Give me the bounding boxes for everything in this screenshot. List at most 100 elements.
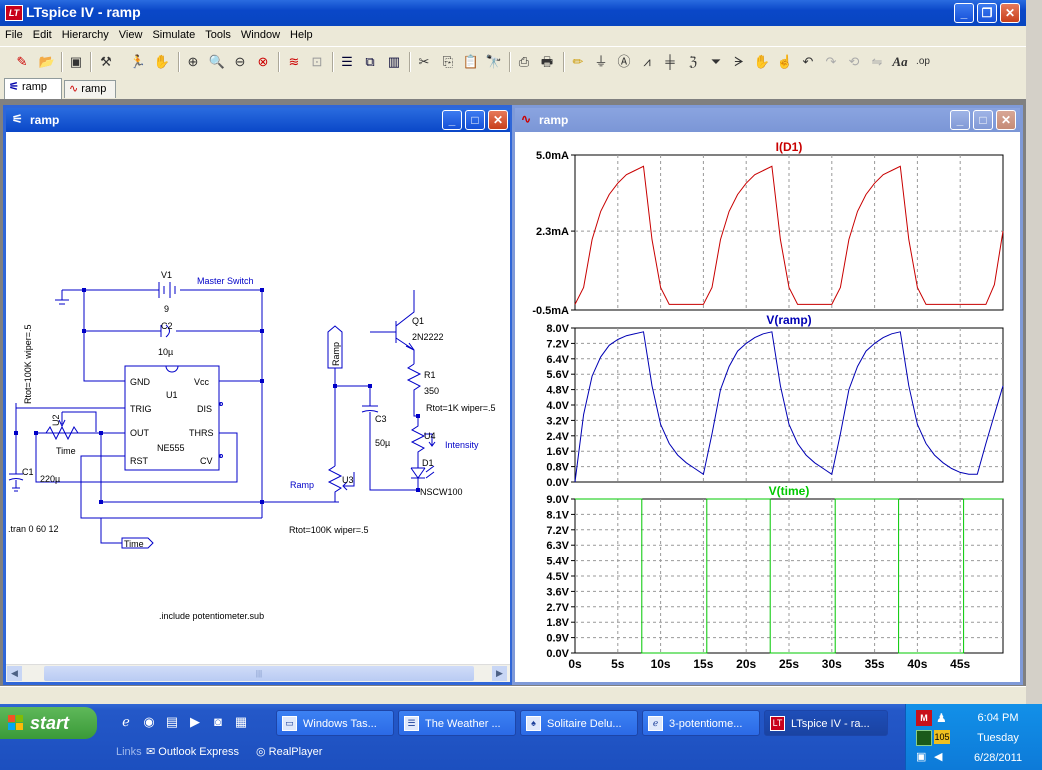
antivirus-icon[interactable]: M [916,710,932,726]
x-tick-label: 10s [651,657,671,671]
schematic-maximize-button[interactable]: □ [465,110,485,130]
task-weather[interactable]: ☰The Weather ... [398,710,516,736]
minimize-button[interactable]: _ [954,3,974,23]
link-outlook-express[interactable]: ✉ Outlook Express [146,745,239,758]
zoom-in-icon[interactable]: ⊕ [187,54,199,69]
trace-line [575,498,1003,654]
print-preview-icon[interactable]: ⎙ [518,54,530,69]
schematic-close-button[interactable]: ✕ [488,110,508,130]
waveform-plots[interactable]: 5.0mA2.3mA-0.5mAI(D1)8.0V7.2V6.4V5.6V4.8… [515,136,1020,686]
ie-browser-icon[interactable]: ◉ [143,714,155,729]
schematic-hscrollbar[interactable]: ◀ ||| ▶ [6,664,510,682]
mirror-icon[interactable]: ⇋ [871,54,883,69]
menu-tools[interactable]: Tools [205,29,231,41]
move-icon[interactable]: ✋ [753,54,771,69]
halt-icon[interactable]: ✋ [153,54,171,69]
ramp-net-flag[interactable]: Ramp [331,342,341,366]
schematic-title-bar[interactable]: ⚟ ramp _ □ ✕ [6,108,510,132]
paint-icon[interactable]: ▦ [234,714,248,729]
meter-icon[interactable] [916,730,932,746]
zoom-out-icon[interactable]: ⊖ [234,54,246,69]
app-title-bar[interactable]: LT LTspice IV - ramp _ ❐ ✕ [0,0,1026,26]
waveform-close-button[interactable]: ✕ [996,110,1016,130]
fit-icon[interactable]: ⊡ [311,54,323,69]
menu-window[interactable]: Window [240,29,281,41]
camera-icon[interactable]: ◙ [214,714,222,729]
master-switch-label: Master Switch [197,276,254,286]
text-icon[interactable]: Aa [892,54,908,69]
capacitor-icon[interactable]: ╪ [665,54,675,69]
folder-icon[interactable]: ▤ [165,714,179,729]
clock-date: 6/28/2011 [973,752,1023,764]
ie-quicklaunch-icon[interactable]: ℯ [122,714,130,729]
menu-help[interactable]: Help [290,29,313,41]
clock-time[interactable]: 6:04 PM [977,712,1019,724]
task-windows-task-manager[interactable]: ▭Windows Tas... [276,710,394,736]
zoom-area-icon[interactable]: 🔍 [208,54,226,69]
new-schematic-icon[interactable]: ✎ [16,54,28,69]
wire-icon[interactable]: ✏ [572,54,584,69]
ground-icon[interactable]: ⏚ [594,54,608,69]
user-icon[interactable]: ♟ [936,711,947,725]
open-icon[interactable]: 📂 [38,54,56,69]
menu-view[interactable]: View [118,29,143,41]
schematic-window[interactable]: ⚟ ramp _ □ ✕ [3,105,513,685]
task-solitaire[interactable]: ♠Solitaire Delu... [520,710,638,736]
print-icon[interactable]: 🖶 [540,54,554,69]
waveform-title-bar[interactable]: ∿ ramp _ □ ✕ [515,108,1020,132]
spice-directive-icon[interactable]: .op [916,56,930,67]
run-icon[interactable]: 🏃 [129,54,147,69]
waveform-maximize-button[interactable]: □ [973,110,993,130]
tab-waveform-ramp[interactable]: ∿ ramp [64,80,116,98]
tran-directive[interactable]: .tran 0 60 12 [8,524,59,534]
paste-icon[interactable]: 📋 [462,54,480,69]
cut-icon[interactable]: ✂ [418,54,430,69]
label-net-icon[interactable]: Ⓐ [617,54,631,69]
badge-icon[interactable]: 105 [934,730,950,744]
rotate-icon[interactable]: ⟲ [848,54,860,69]
menu-file[interactable]: File [5,29,23,41]
copy-icon[interactable]: ⎘ [442,54,454,69]
volume-icon[interactable]: ◀ [934,751,943,763]
find-icon[interactable]: 🔭 [485,54,503,69]
redo-icon[interactable]: ↷ [825,54,837,69]
tile-vertical-icon[interactable]: ▥ [387,54,401,69]
schematic-canvas[interactable]: V1 9 Master Switch C2 10µ U1 NE555 GND V… [6,136,510,672]
autorange-icon[interactable]: ≋ [288,54,300,69]
scroll-thumb[interactable]: ||| [44,666,474,681]
cascade-icon[interactable]: ⧉ [365,54,375,69]
u2-rtot-label: Rtot=100K wiper=.5 [23,324,33,404]
close-button[interactable]: ✕ [1000,3,1020,23]
waveform-minimize-button[interactable]: _ [950,110,970,130]
ltspice-app-icon[interactable]: LT [5,5,23,21]
drag-icon[interactable]: ☝ [776,54,794,69]
inductor-icon[interactable]: ℨ [688,54,697,69]
control-panel-icon[interactable]: ⚒ [100,54,112,69]
media-player-icon[interactable]: ▶ [190,714,200,729]
diode-icon[interactable]: ⏷ [710,54,722,69]
resistor-icon[interactable]: ⩘ [643,54,651,69]
menu-simulate[interactable]: Simulate [152,29,196,41]
tile-horizontal-icon[interactable]: ☰ [341,54,353,69]
component-icon[interactable]: ᗒ [734,54,744,69]
start-button[interactable]: start [0,707,97,739]
save-icon[interactable]: ▣ [69,54,83,69]
network-icon[interactable]: ▣ [916,751,927,763]
include-directive[interactable]: .include potentiometer.sub [159,611,264,621]
link-realplayer[interactable]: ◎ RealPlayer [256,745,322,758]
zoom-cancel-icon[interactable]: ⊗ [257,54,269,69]
undo-icon[interactable]: ↶ [802,54,814,69]
time-net-flag[interactable]: Time [124,539,144,549]
schematic-minimize-button[interactable]: _ [442,110,462,130]
menu-hierarchy[interactable]: Hierarchy [61,29,109,41]
y-tick-label: 8.1V [546,509,569,521]
restore-button[interactable]: ❐ [977,3,997,23]
menu-edit[interactable]: Edit [32,29,52,41]
scroll-left-arrow[interactable]: ◀ [7,666,22,681]
scroll-right-arrow[interactable]: ▶ [492,666,507,681]
y-tick-label: 3.2V [546,415,569,427]
tab-schematic-ramp[interactable]: ⚟ ramp [4,78,62,99]
